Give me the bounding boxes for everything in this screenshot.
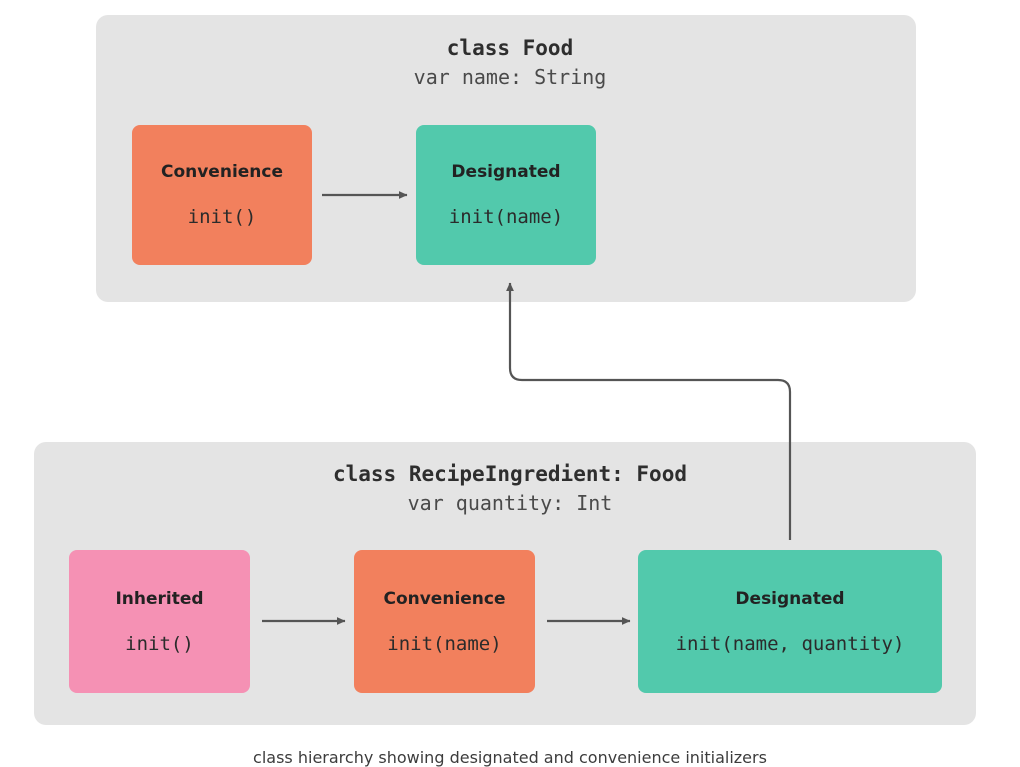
init-box-signature-label: init(name) xyxy=(387,632,502,655)
init-box-signature-label: init() xyxy=(125,632,194,655)
init-box-recipeingredient-designated[interactable]: Designated init(name, quantity) xyxy=(638,550,942,693)
init-box-signature-label: init(name) xyxy=(448,206,564,228)
diagram-caption: class hierarchy showing designated and c… xyxy=(253,748,767,767)
init-box-recipeingredient-convenience[interactable]: Convenience init(name) xyxy=(354,550,535,693)
init-box-signature-label: init() xyxy=(187,206,257,228)
init-box-kind-label: Convenience xyxy=(383,588,506,609)
init-box-food-designated[interactable]: Designated init(name) xyxy=(416,125,596,265)
init-box-kind-label: Convenience xyxy=(160,162,284,182)
init-box-kind-label: Designated xyxy=(735,588,845,609)
init-box-food-convenience[interactable]: Convenience init() xyxy=(132,125,312,265)
init-box-signature-label: init(name, quantity) xyxy=(675,632,905,655)
init-box-recipeingredient-inherited[interactable]: Inherited init() xyxy=(69,550,250,693)
init-box-kind-label: Inherited xyxy=(115,588,204,609)
init-box-kind-label: Designated xyxy=(451,162,561,182)
